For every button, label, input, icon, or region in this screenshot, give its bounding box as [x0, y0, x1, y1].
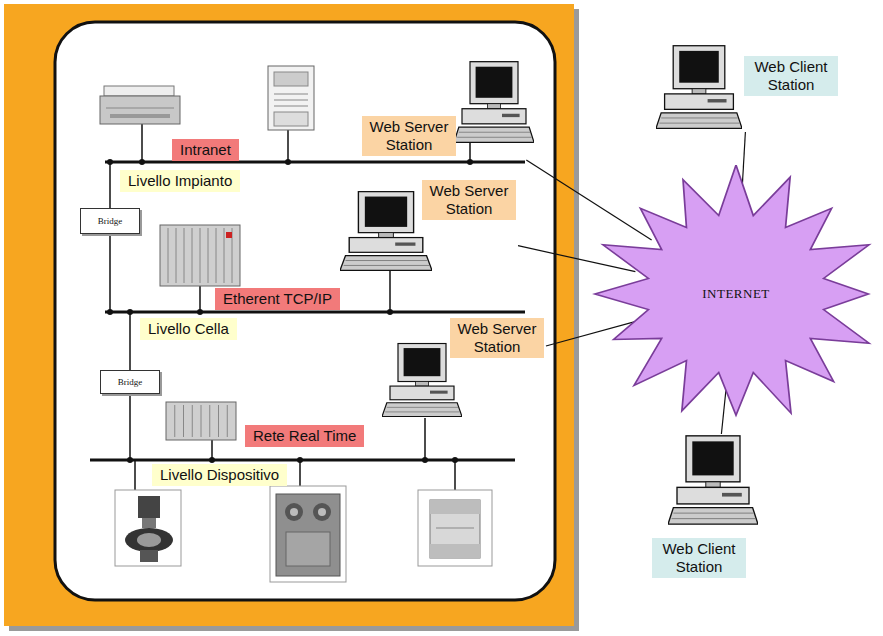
computer-icon: [656, 44, 742, 130]
network-label: Rete Real Time: [245, 425, 364, 447]
computer-icon: [454, 60, 534, 144]
station-label: Web Client Station: [652, 538, 746, 578]
drop-lines: [110, 124, 470, 490]
orange-frame: [4, 4, 574, 626]
web-server-station: Web Server Station: [362, 60, 534, 160]
network-label: Intranet: [172, 139, 239, 161]
bridge-box: Bridge: [100, 370, 160, 394]
bridge-box: Bridge: [80, 208, 140, 234]
network-label: Etherent TCP/IP: [215, 288, 340, 310]
level-label: Livello Impianto: [120, 170, 240, 192]
web-client-station: Web Client Station: [652, 434, 774, 594]
network-link: [721, 387, 726, 435]
bus-taps: [107, 159, 473, 463]
computer-icon: [668, 434, 758, 526]
label-text: Intranet: [180, 141, 231, 158]
station-label: Web Server Station: [422, 180, 516, 220]
bridge-text: Bridge: [98, 216, 123, 226]
level-label: Livello Dispositivo: [152, 464, 287, 486]
internet-cloud: INTERNET: [592, 165, 880, 423]
label-text: Etherent TCP/IP: [223, 290, 332, 307]
label-text: Livello Impianto: [128, 172, 232, 189]
label-text: Livello Cella: [148, 320, 229, 337]
bridge-text: Bridge: [118, 377, 143, 387]
plc-rack-icon: [160, 225, 240, 286]
small-plc-rack-icon: [166, 402, 236, 440]
label-text: Livello Dispositivo: [160, 466, 279, 483]
frame-shadow: [9, 9, 579, 631]
label-text: Rete Real Time: [253, 427, 356, 444]
web-server-station: Web Server Station: [340, 180, 518, 272]
network-link: [526, 160, 651, 240]
din-module-picture: [418, 490, 492, 566]
printer-icon: [100, 86, 180, 124]
station-label: Web Client Station: [744, 56, 838, 96]
bus-lines: [90, 162, 525, 460]
plant-panel: [55, 22, 555, 600]
station-label: Web Server Station: [450, 318, 544, 358]
server-tower-icon: [268, 66, 314, 130]
level-label: Livello Cella: [140, 318, 237, 340]
web-client-station: Web Client Station: [656, 44, 840, 132]
junction-box-picture: [270, 486, 346, 582]
station-label: Web Server Station: [362, 116, 456, 156]
computer-icon: [340, 190, 432, 272]
internet-text: INTERNET: [702, 286, 770, 302]
valve-picture: [115, 490, 181, 566]
web-server-station: Web Server Station: [378, 318, 546, 420]
